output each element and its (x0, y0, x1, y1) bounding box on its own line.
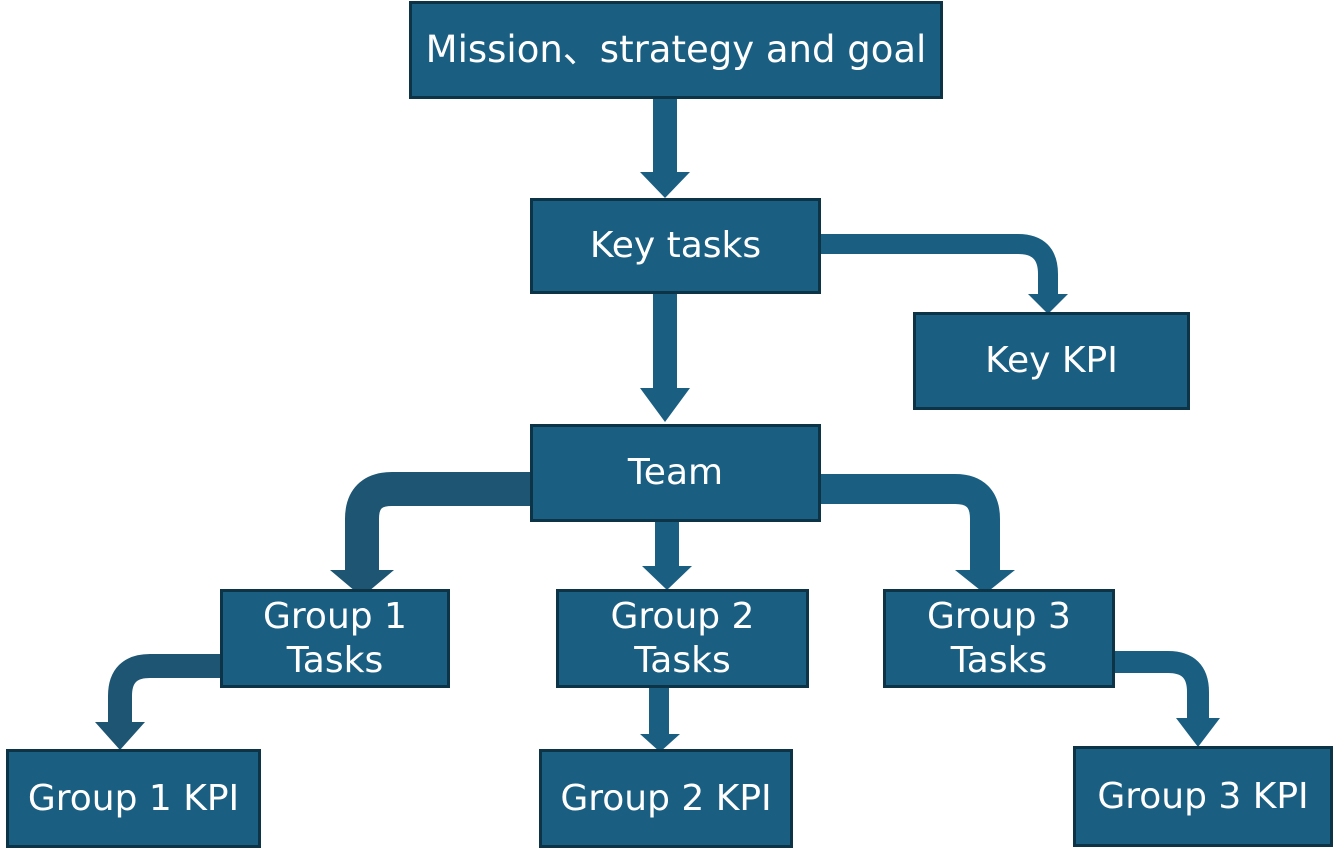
arrow-group3-tasks-to-group3-kpi (1114, 651, 1209, 722)
arrow-mission-to-key-tasks (640, 96, 690, 198)
group1-tasks-box: Group 1 Tasks (220, 589, 450, 688)
group2-tasks-line2: Tasks (634, 639, 731, 681)
key-tasks-box: Key tasks (530, 198, 821, 294)
arrow-key-tasks-to-key-kpi (820, 234, 1058, 296)
mission-strategy-goal-box: Mission、strategy and goal (409, 1, 943, 99)
group2-tasks-line1: Group 2 (610, 595, 755, 637)
arrow-team-to-group2-tasks (642, 520, 692, 590)
group3-tasks-line2: Tasks (950, 639, 1048, 681)
arrow-key-tasks-to-team (640, 292, 690, 422)
group1-kpi-label: Group 1 KPI (27, 777, 240, 819)
group2-kpi-box: Group 2 KPI (539, 749, 793, 848)
team-label: Team (627, 452, 724, 494)
key-kpi-box: Key KPI (913, 312, 1190, 410)
arrow-team-to-group1-tasks (345, 472, 532, 572)
arrow-group2-tasks-to-group2-kpi (640, 686, 680, 752)
group1-kpi-box: Group 1 KPI (6, 749, 261, 848)
arrow-team-to-group3-tasks (820, 474, 1000, 574)
group3-kpi-box: Group 3 KPI (1073, 746, 1333, 847)
key-kpi-label: Key KPI (985, 340, 1118, 382)
group2-tasks-box: Group 2 Tasks (556, 589, 809, 688)
group1-tasks-line2: Tasks (286, 639, 384, 681)
mission-strategy-goal-label: Mission、strategy and goal (425, 28, 927, 72)
group3-tasks-line1: Group 3 (927, 595, 1071, 637)
group1-tasks-line1: Group 1 (263, 595, 407, 637)
group3-kpi-label: Group 3 KPI (1097, 775, 1309, 817)
group3-tasks-box: Group 3 Tasks (883, 589, 1115, 688)
key-tasks-label: Key tasks (589, 225, 762, 267)
team-box: Team (530, 424, 821, 522)
group2-kpi-label: Group 2 KPI (560, 777, 772, 819)
arrow-group1-tasks-to-group1-kpi (108, 654, 222, 726)
